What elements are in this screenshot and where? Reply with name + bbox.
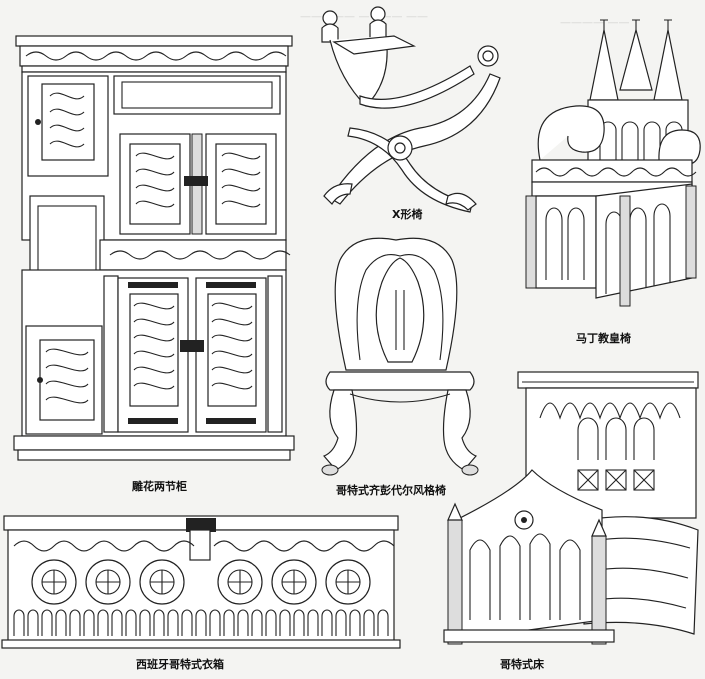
background-text: ———— —— <box>560 16 630 29</box>
gothic-chest-illustration <box>1 515 401 649</box>
chippendale-chair-illustration <box>321 237 479 476</box>
caption-martin-chair: 马丁教皇椅 <box>576 332 631 345</box>
caption-gothic-chest: 西班牙哥特式衣箱 <box>136 658 224 671</box>
x-chair-illustration <box>321 6 501 213</box>
carved-cabinet-illustration <box>13 35 295 461</box>
martin-chair-illustration <box>525 19 701 307</box>
caption-x-chair: X形椅 <box>392 208 423 221</box>
caption-gothic-bed: 哥特式床 <box>500 658 544 671</box>
gothic-bed-illustration <box>443 371 699 645</box>
caption-chippendale-chair: 哥特式齐彭代尔风格椅 <box>336 484 446 497</box>
caption-carved-cabinet: 雕花两节柜 <box>132 480 187 493</box>
